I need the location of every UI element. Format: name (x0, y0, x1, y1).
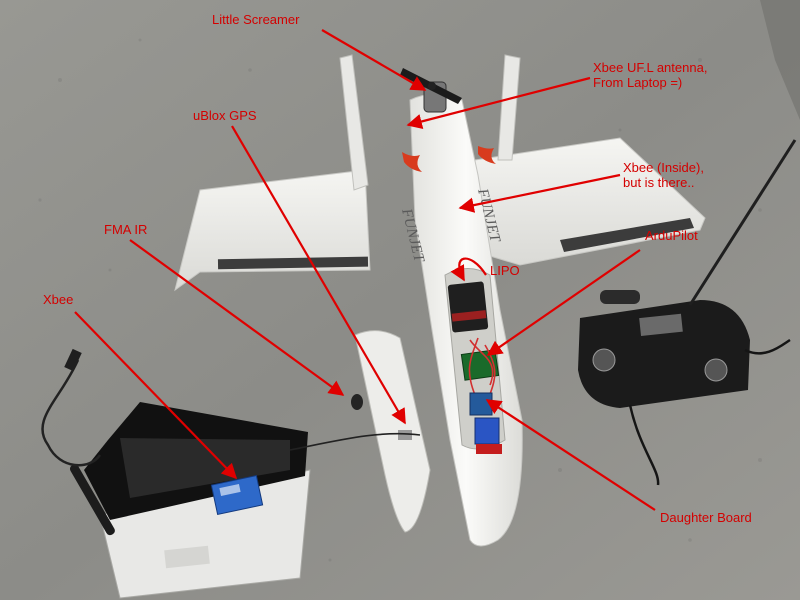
right-flame-decal (478, 146, 496, 164)
laptop-cable (289, 432, 421, 451)
detached-hatch (351, 330, 431, 533)
label-xbee-antenna-line2: From Laptop =) (593, 75, 683, 90)
neck-strap (628, 338, 791, 486)
label-xbee: Xbee (43, 292, 74, 307)
label-xbee-antenna: Xbee UF.L antenna, From Laptop =) (593, 60, 707, 90)
lipo-battery (447, 281, 489, 333)
ground-texture (38, 38, 762, 562)
ground-edge-shadow (760, 0, 800, 120)
label-fma-ir: FMA IR (104, 222, 148, 237)
laptop-trackpad (164, 545, 210, 569)
right-fin (497, 54, 521, 161)
arrow-lipo (450, 257, 487, 282)
laptop-screen-reflection (120, 438, 290, 498)
left-flame-decal (402, 152, 422, 172)
left-fin (339, 54, 369, 191)
daughter-board (469, 392, 493, 416)
laptop-xbee-label (219, 484, 241, 496)
label-ardupilot: ArduPilot (645, 228, 698, 243)
red-sticker (476, 444, 502, 454)
arrow-ardupilot (486, 249, 641, 356)
laptop-xbee-board (210, 474, 264, 516)
arrow-daughter-board (485, 399, 656, 511)
laptop (70, 402, 311, 599)
laptop-antenna (70, 464, 115, 536)
blue-module (474, 417, 500, 445)
right-elevon (560, 218, 694, 252)
label-xbee-inside-line1: Xbee (Inside), (623, 160, 704, 175)
label-lipo: LIPO (490, 263, 520, 278)
jet-airframe: FUNJET FUNJET (174, 54, 706, 547)
arrow-little-screamer (321, 29, 427, 91)
usb-plug (64, 348, 82, 372)
transmitter-body (578, 300, 750, 408)
arrow-fma-ir (129, 239, 345, 396)
rc-transmitter (578, 139, 797, 486)
label-xbee-antenna-line1: Xbee UF.L antenna, (593, 60, 708, 75)
label-daughter-board: Daughter Board (660, 510, 752, 525)
left-stick (592, 348, 616, 372)
arrow-xbee-antenna (406, 76, 591, 129)
label-xbee-inside: Xbee (Inside), but is there.. (623, 160, 704, 190)
label-little-screamer: Little Screamer (212, 12, 300, 27)
right-stick (704, 358, 728, 382)
transmitter-antenna (688, 139, 797, 306)
label-ublox-gps: uBlox GPS (193, 108, 257, 123)
spinner (428, 82, 436, 90)
arrow-xbee-inside (458, 173, 621, 213)
arrow-xbee (74, 311, 238, 480)
transmitter-handle (600, 290, 640, 304)
label-xbee-inside-line2: but is there.. (623, 175, 695, 190)
annotation-arrows (74, 29, 656, 511)
transmitter-screen (639, 313, 683, 337)
arrow-ublox-gps (231, 125, 406, 425)
usb-cable (41, 359, 102, 467)
left-elevon (217, 256, 369, 270)
lipo-strap (451, 310, 487, 322)
